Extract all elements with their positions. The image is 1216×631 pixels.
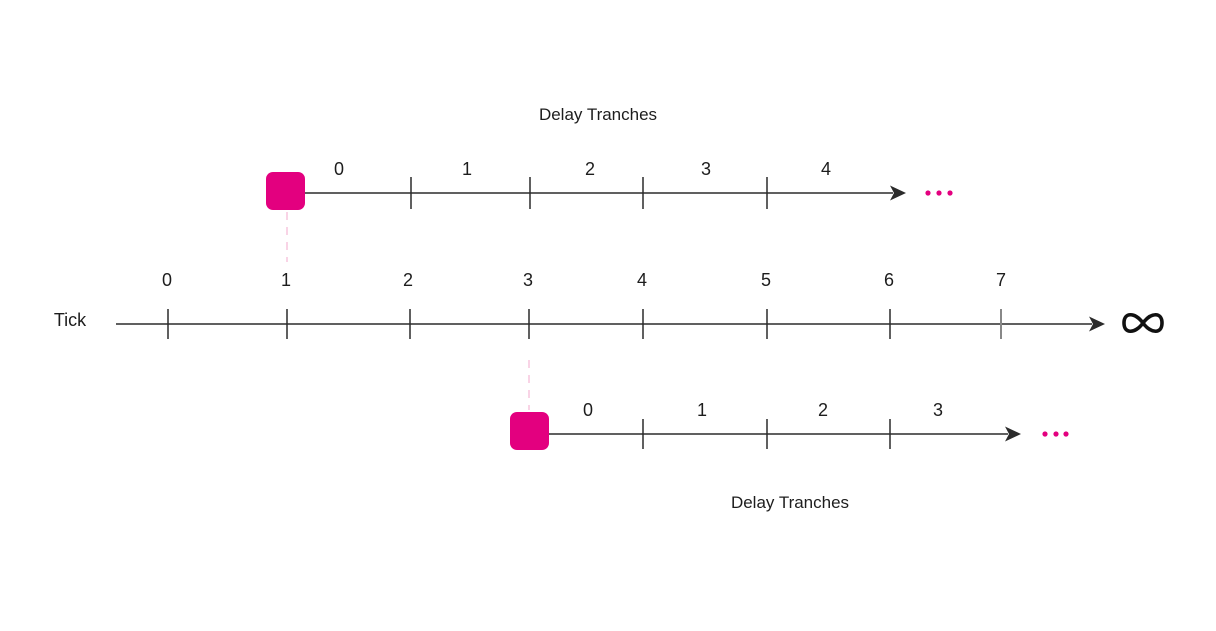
timeline-arrowhead [1089,316,1105,332]
top-tranche-continuation-dots [925,190,953,196]
bottom-tranche-label-0: 0 [583,400,593,420]
timeline-label-7: 7 [996,270,1006,290]
bottom-tranche-label-2: 2 [818,400,828,420]
top-tranche-label-0: 0 [334,159,344,179]
timeline-label-2: 2 [403,270,413,290]
bottom-tranche-label-1: 1 [697,400,707,420]
timeline-label-0: 0 [162,270,172,290]
timeline-label-4: 4 [637,270,647,290]
top-tranche-arrowhead [890,185,906,201]
infinity-icon [1122,312,1164,334]
bottom-tranche-start-marker [510,412,549,450]
top-tranche-label-3: 3 [701,159,711,179]
bottom-tranche-arrowhead [1005,426,1021,442]
timeline-label-1: 1 [281,270,291,290]
top-tranche-label-2: 2 [585,159,595,179]
timeline-label-3: 3 [523,270,533,290]
bottom-tranche-continuation-dots [1042,431,1069,437]
top-tranche-start-marker [266,172,305,210]
timeline-label-6: 6 [884,270,894,290]
timeline-label: Tick [54,310,87,330]
top-tranche-label-4: 4 [821,159,831,179]
bottom-tranche-label-3: 3 [933,400,943,420]
timeline-label-5: 5 [761,270,771,290]
top-tranche-caption: Delay Tranches [539,105,657,124]
bottom-tranche-caption: Delay Tranches [731,493,849,512]
top-tranche-label-1: 1 [462,159,472,179]
